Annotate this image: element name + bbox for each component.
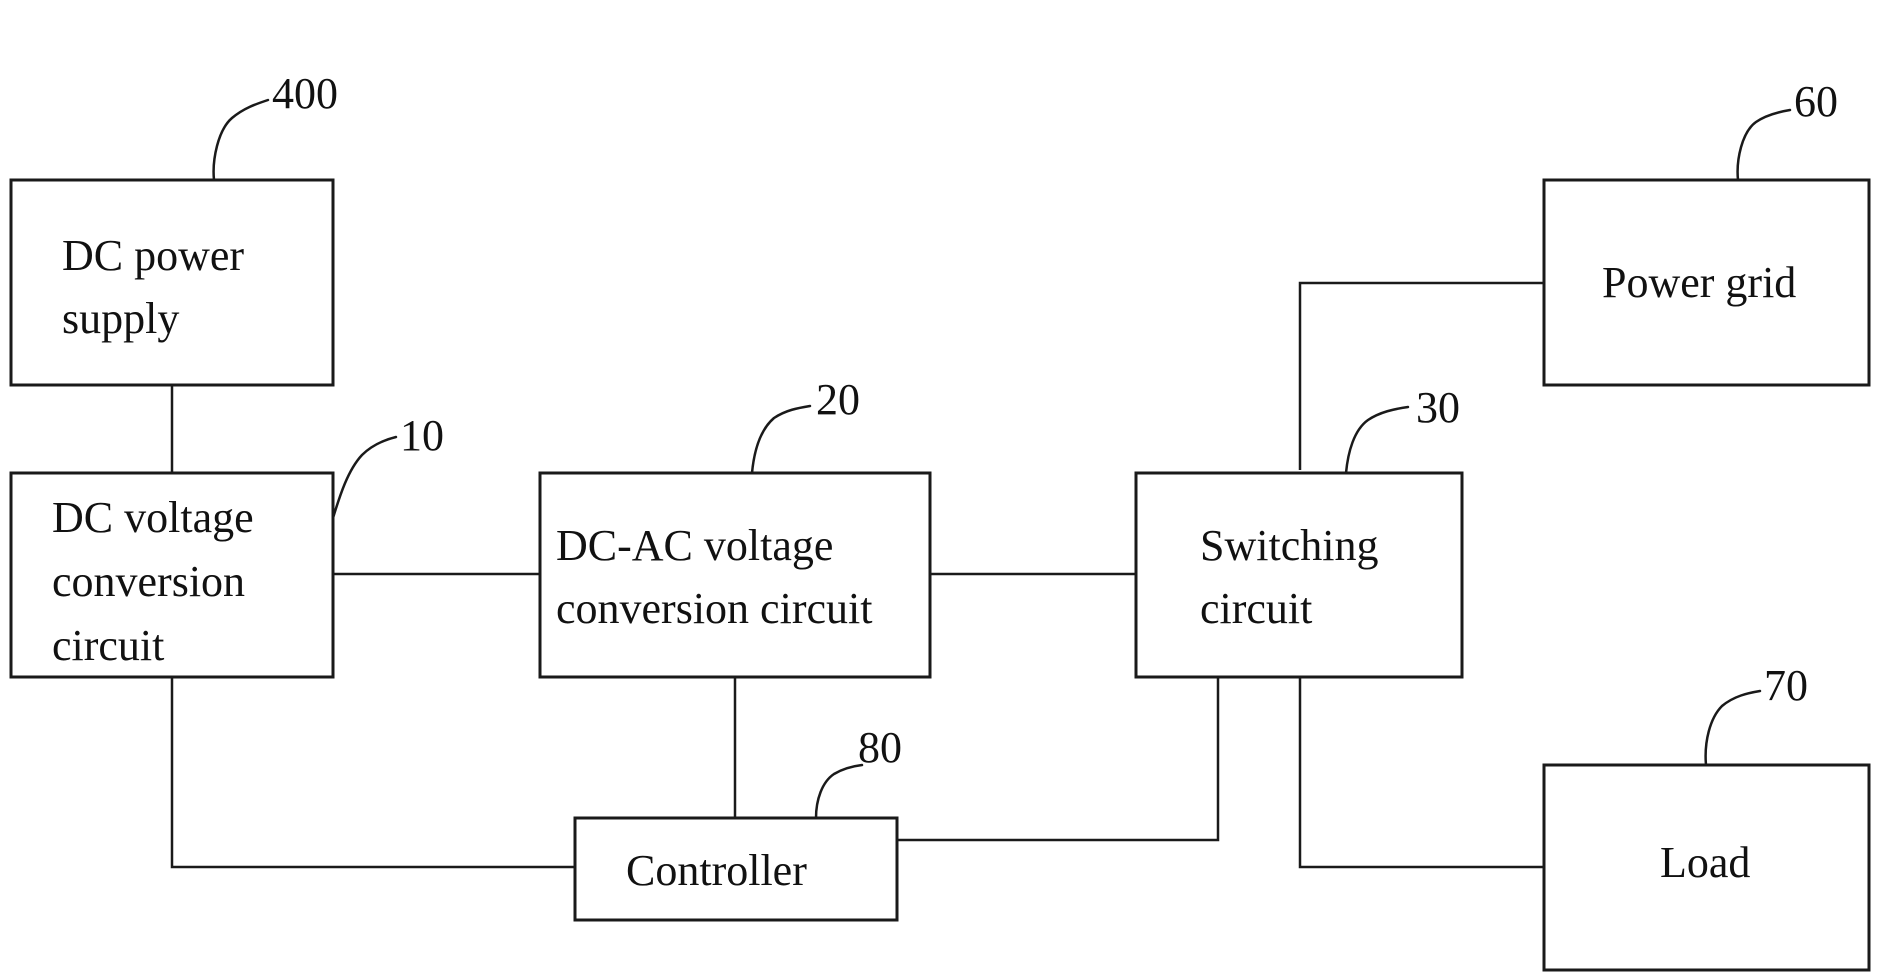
- load-block: Load 70: [1544, 661, 1869, 970]
- dc-power-supply-box: [11, 180, 333, 385]
- dc-voltage-conversion-label-line-1: DC voltage: [52, 493, 254, 542]
- load-leader: [1706, 691, 1760, 765]
- dc-power-supply-label-line-1: DC power: [62, 231, 244, 280]
- wire-switching-to-power-grid: [1300, 283, 1544, 470]
- controller-block: Controller 80: [575, 723, 902, 920]
- dc-power-supply-ref: 400: [272, 69, 338, 118]
- switching-circuit-label-line-2: circuit: [1200, 584, 1312, 633]
- dc-ac-voltage-conversion-box: [540, 473, 930, 677]
- power-grid-label: Power grid: [1602, 258, 1796, 307]
- power-grid-leader: [1738, 110, 1790, 180]
- dc-power-supply-label-line-2: supply: [62, 294, 179, 343]
- power-grid-ref: 60: [1794, 77, 1838, 126]
- wire-switching-to-load: [1300, 677, 1544, 867]
- dc-voltage-conversion-block: DC voltage conversion circuit 10: [11, 411, 444, 677]
- switching-circuit-box: [1136, 473, 1462, 677]
- dc-ac-voltage-conversion-label-line-1: DC-AC voltage: [556, 521, 833, 570]
- dc-voltage-conversion-leader: [333, 437, 396, 518]
- dc-power-supply-leader: [214, 100, 268, 180]
- dc-ac-voltage-conversion-label-line-2: conversion circuit: [556, 584, 872, 633]
- switching-circuit-label-line-1: Switching: [1200, 521, 1378, 570]
- load-label: Load: [1660, 838, 1750, 887]
- dc-power-supply-block: DC power supply 400: [11, 69, 338, 385]
- dc-voltage-conversion-ref: 10: [400, 411, 444, 460]
- dc-ac-voltage-conversion-block: DC-AC voltage conversion circuit 20: [540, 375, 930, 677]
- switching-circuit-ref: 30: [1416, 383, 1460, 432]
- controller-label: Controller: [626, 846, 807, 895]
- wire-controller-to-switching: [897, 677, 1218, 840]
- controller-leader: [816, 765, 862, 818]
- switching-circuit-leader: [1346, 407, 1408, 473]
- dc-voltage-conversion-label-line-3: circuit: [52, 621, 164, 670]
- wire-dc-converter-to-controller: [172, 677, 575, 867]
- dc-ac-voltage-conversion-leader: [752, 406, 810, 473]
- load-ref: 70: [1764, 661, 1808, 710]
- dc-ac-voltage-conversion-ref: 20: [816, 375, 860, 424]
- controller-ref: 80: [858, 723, 902, 772]
- power-grid-block: Power grid 60: [1544, 77, 1869, 385]
- dc-voltage-conversion-label-line-2: conversion: [52, 557, 245, 606]
